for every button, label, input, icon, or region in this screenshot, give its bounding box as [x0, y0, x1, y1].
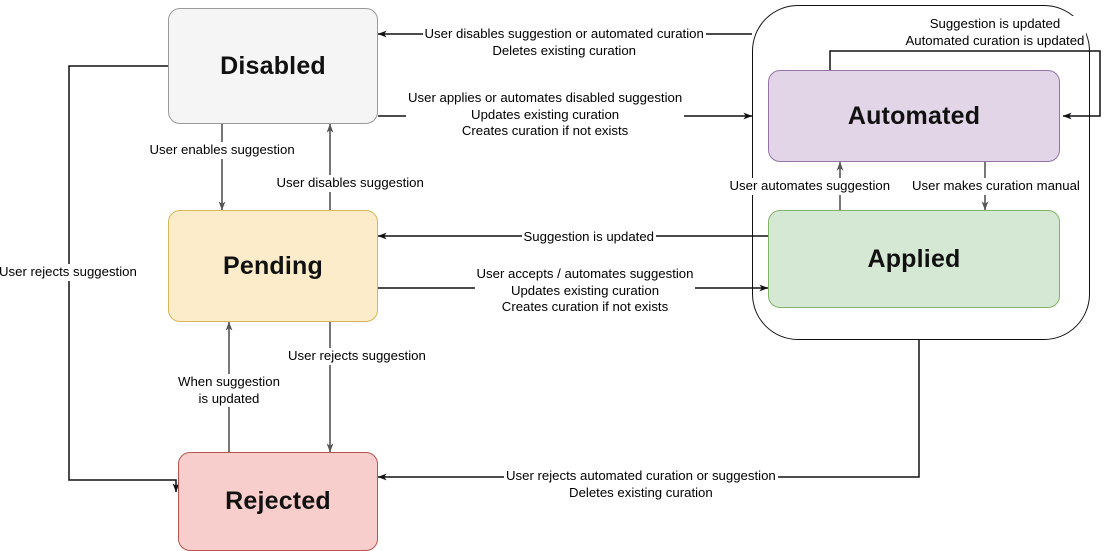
edge-label-pending-to-disabled: User disables suggestion [274, 175, 426, 192]
edge-automated-self-loop [829, 50, 1101, 120]
edge-label-automated-self-loop: Suggestion is updated Automated curation… [903, 16, 1087, 49]
edge-label-pending-to-applied: User accepts / automates suggestion Upda… [474, 266, 696, 316]
state-label-applied: Applied [867, 244, 961, 273]
state-node-automated[interactable]: Automated [768, 70, 1060, 162]
edge-label-rejected-to-pending: When suggestion is updated [176, 374, 282, 407]
edge-label-applied-to-automated: User automates suggestion [727, 178, 893, 195]
state-label-rejected: Rejected [225, 487, 331, 515]
state-label-pending: Pending [222, 251, 323, 280]
edge-label-disabled-to-automated: User applies or automates disabled sugge… [406, 90, 685, 140]
edge-label-automated-to-applied: User makes curation manual [910, 178, 1082, 195]
edge-label-applied-to-pending: Suggestion is updated [521, 229, 657, 246]
edge-applied-to-rejected [377, 340, 920, 481]
state-node-applied[interactable]: Applied [768, 210, 1060, 308]
edge-label-applied-to-rejected: User rejects automated curation or sugge… [504, 468, 778, 501]
edge-label-disabled-to-rejected: User rejects suggestion [0, 264, 139, 281]
edge-label-disabled-to-pending: User enables suggestion [147, 142, 297, 159]
edge-label-automated-to-disabled: User disables suggestion or automated cu… [422, 26, 706, 59]
state-node-rejected[interactable]: Rejected [178, 452, 378, 551]
edge-label-pending-to-rejected: User rejects suggestion [286, 348, 428, 365]
state-label-disabled: Disabled [220, 51, 326, 80]
state-label-automated: Automated [847, 101, 981, 130]
edge-disabled-to-rejected [68, 65, 180, 493]
state-node-pending[interactable]: Pending [168, 210, 378, 322]
curation-group-container [752, 5, 1090, 340]
state-node-disabled[interactable]: Disabled [168, 8, 378, 124]
